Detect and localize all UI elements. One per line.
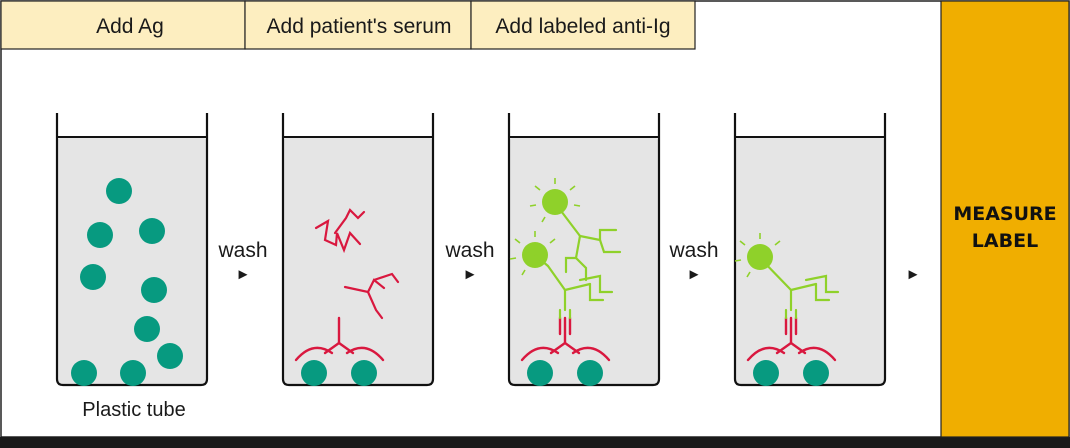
header-box-add-serum (244, 0, 472, 50)
header-add-ag: Add Ag (96, 15, 164, 38)
antigen (120, 360, 146, 386)
arrow-icon: ► (236, 266, 251, 283)
unbound-antibody (343, 278, 386, 294)
tube-4-fill (735, 137, 885, 385)
tube-1-fill (57, 137, 207, 385)
header-add-anti-ig: Add labeled anti-Ig (495, 15, 670, 38)
tube-4 (733, 113, 887, 387)
antigen (527, 360, 553, 386)
tube-1 (55, 113, 209, 387)
antigen (80, 264, 106, 290)
antigen (139, 218, 165, 244)
measure-text-line1: MEASURE (953, 203, 1056, 225)
label-tag (542, 189, 568, 215)
tube-caption: Plastic tube (82, 399, 185, 421)
tube-2-bound-complex (294, 316, 385, 386)
header-add-serum: Add patient's serum (267, 15, 452, 38)
unbound-antibody (366, 290, 384, 320)
tube-3-wall (507, 113, 661, 387)
antigen (753, 360, 779, 386)
step-headers: Add Ag Add patient's serum Add labeled a… (0, 0, 696, 50)
tube-3-bound-complex (509, 178, 622, 386)
antigen (87, 222, 113, 248)
bottom-border (0, 437, 1070, 448)
tube-2-wall (281, 113, 435, 387)
label-tag-rays (529, 178, 581, 223)
antigen (106, 178, 132, 204)
header-box-add-anti-ig (470, 0, 696, 50)
wash-label: wash (217, 239, 267, 262)
arrow-icon: ► (906, 266, 921, 283)
labeled-anti-ig-free (509, 178, 622, 282)
labeled-anti-ig-bound (546, 264, 614, 320)
tube-2 (281, 113, 435, 387)
antigen (157, 343, 183, 369)
antigen (351, 360, 377, 386)
capture-antibody (520, 316, 611, 362)
unbound-antibody (314, 218, 362, 254)
arrow-icon: ► (687, 266, 702, 283)
tube-2-fill (283, 137, 433, 385)
label-tag (747, 244, 773, 270)
measure-label-panel: MEASURE LABEL (940, 0, 1070, 438)
wash-step-2: wash ► (444, 239, 494, 283)
arrow-icon: ► (463, 266, 478, 283)
antigen (71, 360, 97, 386)
tube-1-antigens (71, 178, 183, 386)
antigen (577, 360, 603, 386)
capture-antibody (746, 316, 837, 362)
tube-4-bound-complex (734, 233, 840, 386)
wash-step-3: wash ► (668, 239, 718, 283)
antigen (134, 316, 160, 342)
antigen (141, 277, 167, 303)
measure-text-line2: LABEL (972, 230, 1038, 252)
label-tag-rays (734, 233, 781, 278)
tube-2-free-antibodies (314, 208, 400, 320)
wash-label: wash (668, 239, 718, 262)
antigen (301, 360, 327, 386)
tube-4-wall (733, 113, 887, 387)
measure-panel-box (940, 0, 1070, 438)
wash-step-1: wash ► (217, 239, 267, 283)
unbound-antibody (333, 208, 366, 235)
antigen (803, 360, 829, 386)
header-box-add-ag (0, 0, 246, 50)
capture-antibody (294, 316, 385, 362)
wash-label: wash (444, 239, 494, 262)
unbound-antibody (372, 272, 400, 284)
